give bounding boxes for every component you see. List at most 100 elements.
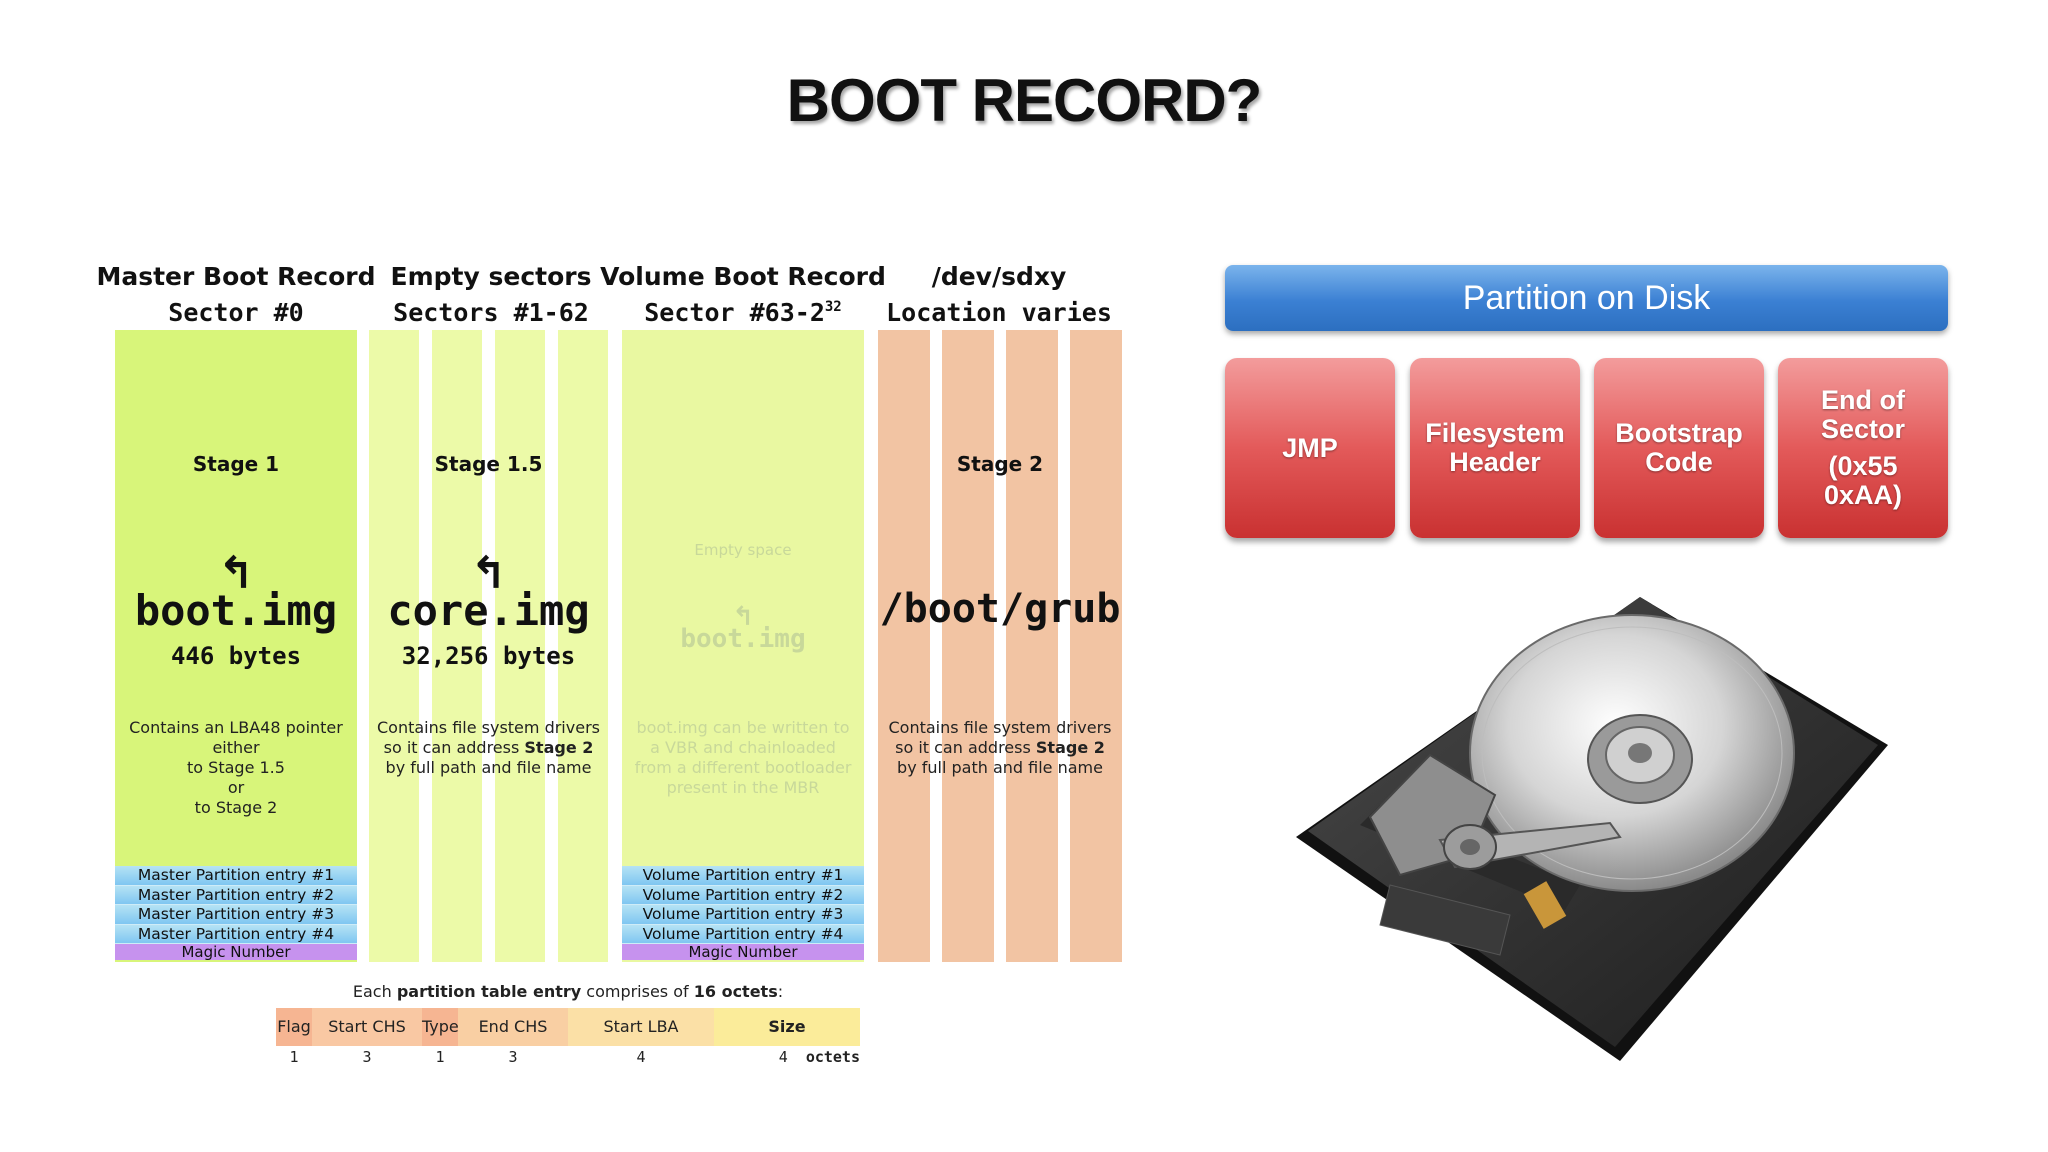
mbr-desc-line: Contains an LBA48 pointer [129, 718, 343, 737]
pt-field-flag: Flag [276, 1008, 312, 1046]
pt-field-type: Type [422, 1008, 459, 1046]
mbr-partition-entry: Master Partition entry #3 [115, 905, 357, 925]
mbr-description: Contains an LBA48 pointer either to Stag… [115, 718, 357, 818]
arrow-icon: ↰ [217, 548, 255, 599]
pt-field-end-chs: End CHS [458, 1008, 568, 1046]
vbr-boot-img-label: boot.img [680, 624, 806, 654]
caption-text: comprises of [581, 982, 694, 1001]
page-title: BOOT RECORD? [786, 67, 1263, 134]
desc-text: so it can address [895, 738, 1036, 757]
partition-table-caption: Each partition table entry comprises of … [218, 982, 918, 1001]
stage2-strip [942, 330, 994, 962]
stage2-strip [1006, 330, 1058, 962]
pt-size-start-chs: 3 [362, 1048, 372, 1066]
vbr-partition-entry: Volume Partition entry #2 [622, 885, 864, 905]
stage2-desc-line: Contains file system drivers [888, 718, 1112, 737]
arrow-icon: ↰ [732, 602, 754, 632]
stage2-location-label: Location varies [886, 298, 1112, 327]
desc-bold-text: Stage 2 [524, 738, 594, 757]
mbr-partition-entry: Master Partition entry #2 [115, 885, 357, 905]
vbr-sector-base: Sector #63-2 [644, 298, 825, 327]
empty-sector-strip [558, 330, 608, 962]
mbr-partition-table: Master Partition entry #1 Master Partiti… [115, 866, 357, 960]
mbr-column [115, 330, 357, 962]
box-line: JMP [1282, 432, 1338, 463]
core-img-label: core.img [387, 586, 590, 635]
pt-field-start-lba: Start LBA [568, 1008, 714, 1046]
boot-img-label: boot.img [134, 586, 338, 635]
stage15-desc-line: by full path and file name [385, 758, 592, 777]
vbr-description: boot.img can be written to a VBR and cha… [622, 718, 864, 798]
stage15-desc-line: Contains file system drivers [377, 718, 600, 737]
box-line: Filesystem [1425, 418, 1565, 448]
jmp-box: JMP [1225, 358, 1395, 538]
vbr-column [622, 330, 864, 962]
vbr-sector-exponent: 32 [824, 299, 842, 315]
stage1-label: Stage 1 [192, 452, 280, 476]
mbr-magic-number: Magic Number [115, 944, 357, 960]
caption-bold: partition table entry [396, 982, 582, 1001]
vbr-sector-label: Sector #63-232 [597, 298, 889, 327]
boot-img-size: 446 bytes [170, 642, 302, 670]
box-line: Bootstrap [1615, 418, 1743, 448]
stage2-desc-line: so it can address Stage 2 [868, 738, 1132, 758]
empty-sector-strip [432, 330, 482, 962]
partition-on-disk-banner: Partition on Disk [1225, 265, 1948, 331]
mbr-desc-line: to Stage 2 [194, 798, 278, 817]
vbr-desc-line: present in the MBR [666, 778, 820, 797]
stage15-label: Stage 1.5 [434, 452, 543, 476]
empty-sectors-label: Sectors #1-62 [393, 298, 589, 327]
vbr-magic-number: Magic Number [622, 944, 864, 960]
empty-sector-strip [369, 330, 419, 962]
box-line: Header [1449, 447, 1541, 477]
core-img-size: 32,256 bytes [401, 642, 576, 670]
stage2-label: Stage 2 [956, 452, 1044, 476]
vbr-desc-line: boot.img can be written to [636, 718, 850, 737]
mbr-partition-entry: Master Partition entry #1 [115, 866, 357, 886]
stage2-desc-line: by full path and file name [897, 758, 1103, 777]
pt-size-size: 4 octets [760, 1048, 860, 1066]
mbr-heading: Master Boot Record [96, 262, 376, 291]
mbr-sector-label: Sector #0 [168, 298, 304, 327]
mbr-desc-line: or [227, 778, 245, 797]
pt-field-size: Size [714, 1008, 860, 1046]
vbr-partition-entry: Volume Partition entry #4 [622, 924, 864, 944]
hard-drive-icon [1296, 597, 1888, 1061]
mbr-partition-entry: Master Partition entry #4 [115, 924, 357, 944]
stage2-strip [1070, 330, 1122, 962]
arrow-icon: ↰ [470, 548, 507, 599]
stage2-strip [878, 330, 930, 962]
pt-size-flag: 1 [289, 1048, 299, 1066]
pt-size-end-chs: 3 [508, 1048, 518, 1066]
box-line: End of [1821, 385, 1905, 415]
empty-sector-strip [495, 330, 545, 962]
pt-unit: octets [805, 1048, 860, 1066]
pt-size-value: 4 [778, 1048, 788, 1066]
caption-text: : [777, 982, 784, 1001]
vbr-desc-line: from a different bootloader [634, 758, 852, 777]
desc-text: so it can address [383, 738, 525, 757]
stage15-desc-line: so it can address Stage 2 [369, 738, 608, 758]
box-line: Code [1645, 447, 1713, 477]
mbr-desc-line: either [212, 738, 260, 757]
stage2-description: Contains file system drivers so it can a… [868, 718, 1132, 778]
vbr-partition-table: Volume Partition entry #1 Volume Partiti… [622, 866, 864, 960]
vbr-partition-entry: Volume Partition entry #1 [622, 866, 864, 886]
vbr-empty-space-label: Empty space [694, 541, 792, 559]
pt-field-start-chs: Start CHS [312, 1008, 422, 1046]
box-line: Sector [1820, 414, 1906, 444]
caption-bold: 16 octets [693, 982, 778, 1001]
box-line: 0xAA) [1823, 480, 1903, 510]
vbr-partition-entry: Volume Partition entry #3 [622, 905, 864, 925]
empty-sectors-heading: Empty sectors [390, 262, 592, 291]
pt-size-start-lba: 4 [636, 1048, 646, 1066]
desc-bold-text: Stage 2 [1035, 738, 1105, 757]
pt-size-type: 1 [435, 1048, 445, 1066]
stage15-description: Contains file system drivers so it can a… [369, 718, 608, 778]
stage2-heading: /dev/sdxy [931, 262, 1067, 291]
mbr-desc-line: to Stage 1.5 [187, 758, 285, 777]
boot-grub-label: /boot/grub [879, 586, 1121, 632]
caption-text: Each [352, 982, 397, 1001]
